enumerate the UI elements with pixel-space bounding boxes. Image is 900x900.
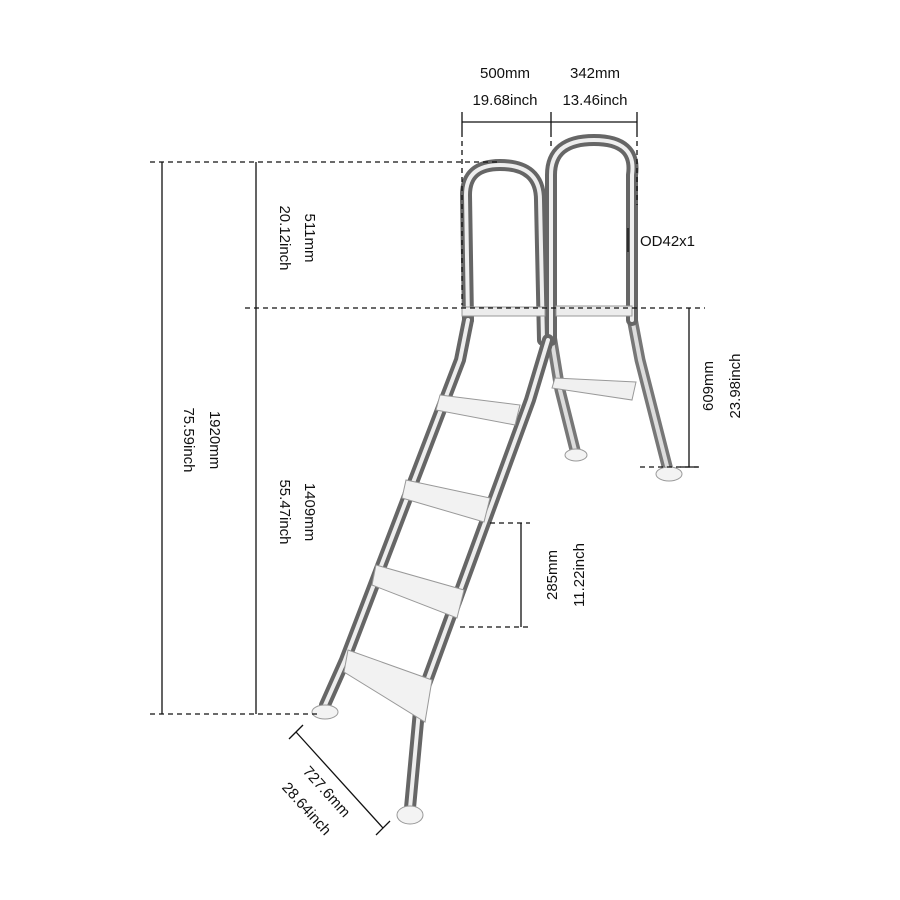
platform-height-inch: 23.98inch: [727, 353, 744, 418]
step-spacing-inch: 11.22inch: [571, 543, 588, 607]
handrail-height-inch: 20.12inch: [276, 205, 293, 270]
top-left-width-mm: 500mm: [480, 65, 530, 82]
ladder-height-mm: 1409mm: [301, 483, 318, 541]
top-right-width-mm: 342mm: [570, 65, 620, 82]
tube-spec-label: OD42x1: [640, 233, 695, 250]
ladder-height-inch: 55.47inch: [276, 479, 293, 544]
dimension-lines: [150, 112, 705, 836]
step-spacing-mm: 285mm: [544, 550, 561, 600]
top-right-width-inch: 13.46inch: [562, 92, 627, 109]
total-height-mm: 1920mm: [206, 411, 223, 469]
platform-height-mm: 609mm: [700, 361, 717, 411]
total-height-inch: 75.59inch: [180, 407, 197, 472]
handrail-height-mm: 511mm: [301, 214, 318, 263]
top-left-width-inch: 19.68inch: [472, 92, 537, 109]
pool-ladder-illustration: [311, 133, 683, 825]
